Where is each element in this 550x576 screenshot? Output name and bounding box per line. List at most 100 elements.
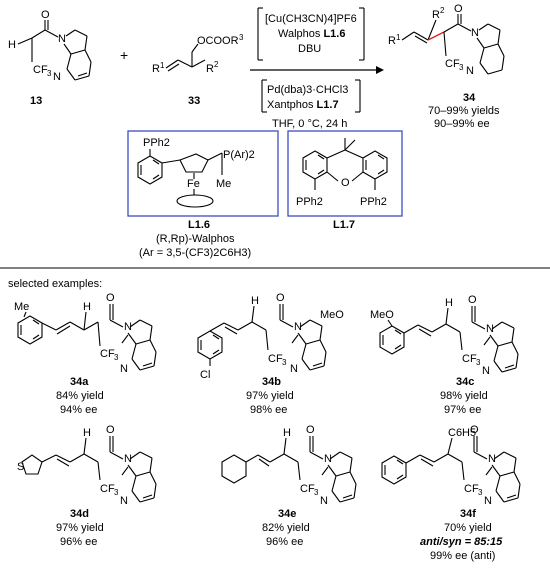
svg-text:CF: CF xyxy=(300,483,315,495)
svg-text:96% ee: 96% ee xyxy=(60,536,97,548)
section-title: selected examples: xyxy=(8,278,102,290)
svg-text:3: 3 xyxy=(476,358,481,367)
svg-text:N: N xyxy=(486,323,494,335)
L16-ar: (Ar = 3,5-(CF3)2C6H3) xyxy=(139,247,251,259)
svg-text:N: N xyxy=(488,453,496,465)
cat1-line1: [Cu(CH3CN)4]PF6 xyxy=(265,13,357,25)
svg-text:H: H xyxy=(251,295,259,307)
label-34c: 34c xyxy=(456,376,474,388)
svg-text:1: 1 xyxy=(160,61,165,70)
svg-text:3: 3 xyxy=(47,69,52,78)
svg-text:CF: CF xyxy=(268,353,283,365)
svg-text:99% ee (anti): 99% ee (anti) xyxy=(430,550,495,562)
svg-text:N: N xyxy=(471,27,479,39)
label-33: 33 xyxy=(188,95,200,107)
svg-text:3: 3 xyxy=(314,488,319,497)
svg-text:MeO: MeO xyxy=(370,309,394,321)
label-34a: 34a xyxy=(70,376,89,388)
range-ee: 90–99% ee xyxy=(434,118,490,130)
svg-text:Me: Me xyxy=(14,301,29,313)
svg-text:94% ee: 94% ee xyxy=(60,404,97,416)
svg-text:R: R xyxy=(388,35,396,47)
cat2-line1: Pd(dba)3·CHCl3 xyxy=(267,84,348,96)
svg-text:R: R xyxy=(206,63,214,75)
label-34e: 34e xyxy=(278,508,296,520)
svg-text:82% yield: 82% yield xyxy=(262,522,310,534)
svg-text:O: O xyxy=(306,424,315,436)
svg-text:S: S xyxy=(17,461,24,473)
svg-text:3: 3 xyxy=(114,353,119,362)
svg-text:PPh2: PPh2 xyxy=(296,196,323,208)
svg-text:98% yield: 98% yield xyxy=(440,390,488,402)
svg-text:H: H xyxy=(445,297,453,309)
svg-text:Cl: Cl xyxy=(200,369,210,381)
label-13: 13 xyxy=(30,95,42,107)
svg-text:N: N xyxy=(120,363,128,375)
svg-text:O: O xyxy=(454,3,463,15)
svg-text:H: H xyxy=(8,39,16,51)
svg-text:N: N xyxy=(124,321,132,333)
svg-text:Xantphos L1.7: Xantphos L1.7 xyxy=(267,99,339,111)
walphos-structure: PPh2 P(Ar)2 Me Fe L1.6 (R,Rp)-Walphos (A… xyxy=(137,137,255,259)
svg-text:3: 3 xyxy=(478,488,483,497)
svg-text:Walphos L1.6: Walphos L1.6 xyxy=(278,28,345,40)
ligand-box-walphos xyxy=(127,130,279,217)
svg-text:3: 3 xyxy=(239,33,244,42)
label-34f: 34f xyxy=(460,508,476,520)
label-34b: 34b xyxy=(262,376,281,388)
svg-text:H: H xyxy=(83,301,91,313)
ocoor-label: OCOOR xyxy=(197,35,239,47)
conditions: THF, 0 °C, 24 h xyxy=(272,118,347,130)
svg-text:CF: CF xyxy=(445,58,460,70)
svg-text:O: O xyxy=(106,424,115,436)
svg-text:97% yield: 97% yield xyxy=(246,390,294,402)
ligand-box-xantphos xyxy=(287,130,403,217)
range-yields: 70–99% yields xyxy=(428,105,500,117)
svg-text:anti/syn = 85:15: anti/syn = 85:15 xyxy=(420,536,503,548)
svg-text:96% ee: 96% ee xyxy=(266,536,303,548)
svg-text:CF: CF xyxy=(462,353,477,365)
svg-text:N: N xyxy=(324,453,332,465)
svg-text:CF: CF xyxy=(464,483,479,495)
L17-label: L1.7 xyxy=(333,219,355,231)
svg-text:P(Ar)2: P(Ar)2 xyxy=(223,149,255,161)
svg-text:2: 2 xyxy=(214,60,219,69)
svg-text:O: O xyxy=(341,177,350,189)
svg-text:PPh2: PPh2 xyxy=(360,196,387,208)
svg-text:O: O xyxy=(41,9,50,21)
svg-text:O: O xyxy=(106,292,115,304)
svg-text:N: N xyxy=(120,495,128,507)
svg-text:CF: CF xyxy=(100,483,115,495)
svg-text:R: R xyxy=(152,63,160,75)
svg-text:97% ee: 97% ee xyxy=(444,404,481,416)
svg-text:3: 3 xyxy=(459,63,464,72)
svg-text:N: N xyxy=(58,33,66,45)
svg-text:O: O xyxy=(276,292,285,304)
svg-text:84% yield: 84% yield xyxy=(56,390,104,402)
svg-text:N: N xyxy=(320,495,328,507)
svg-text:70% yield: 70% yield xyxy=(444,522,492,534)
svg-text:N: N xyxy=(290,363,298,375)
xantphos-structure: O PPh2 PPh2 L1.7 xyxy=(296,138,388,231)
svg-text:R: R xyxy=(432,9,440,21)
svg-text:CF: CF xyxy=(100,348,115,360)
plus-sign: + xyxy=(120,47,128,63)
L16-label: L1.6 xyxy=(188,219,210,231)
svg-text:97% yield: 97% yield xyxy=(56,522,104,534)
svg-text:H: H xyxy=(283,427,291,439)
svg-text:1: 1 xyxy=(396,33,401,42)
svg-text:N: N xyxy=(124,453,132,465)
svg-text:N: N xyxy=(482,365,490,377)
svg-text:H: H xyxy=(83,427,91,439)
svg-text:O: O xyxy=(470,424,479,436)
svg-text:N: N xyxy=(53,71,61,83)
